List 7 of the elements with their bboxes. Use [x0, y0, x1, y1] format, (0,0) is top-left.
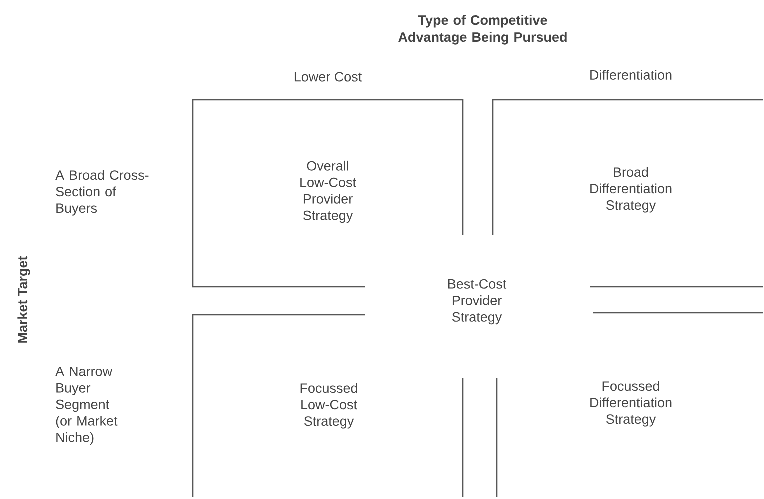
row-heading: A Narrow Buyer Segment (or Market Niche) — [56, 366, 118, 446]
row-heading: A Broad Cross-Section of Buyers — [56, 170, 149, 216]
strategy-label: Best-Cost Provider Strategy — [448, 279, 507, 325]
axis-title: Market Target — [18, 256, 30, 343]
column-heading: Differentiation — [590, 70, 672, 80]
column-heading: Lower Cost — [294, 72, 362, 82]
chart-title: Type of Competitive Advantage Being Pursued — [398, 15, 567, 45]
